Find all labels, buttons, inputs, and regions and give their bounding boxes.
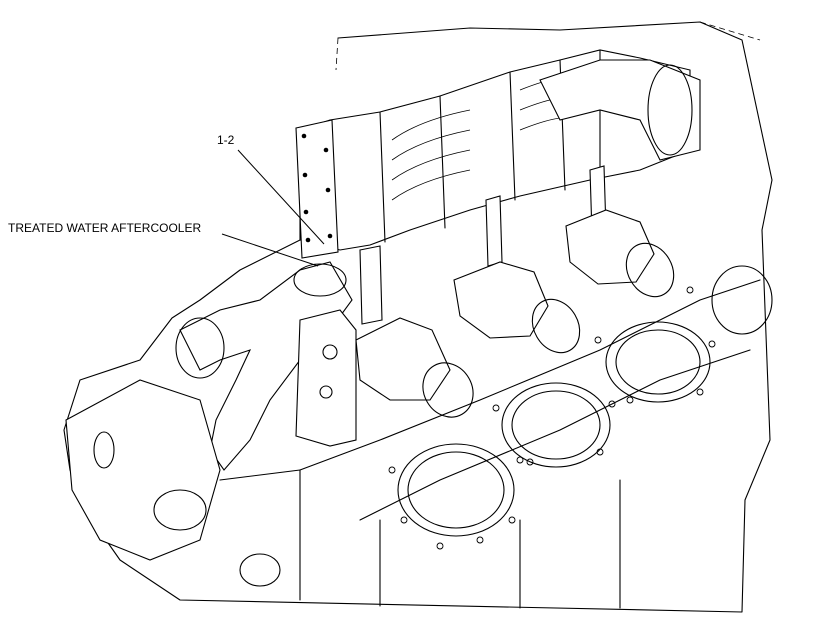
engine-block-outline	[63, 21, 773, 613]
head-bolt-dots	[388, 286, 716, 550]
elbow-flange	[647, 64, 693, 156]
aftercooler-elbows	[355, 209, 675, 418]
front-cover	[65, 379, 281, 587]
part-ref-label: 1-2	[217, 133, 235, 147]
end-cover-bolts	[301, 133, 333, 243]
engine-rear-edge	[335, 21, 761, 71]
mounting-bracket	[295, 309, 357, 447]
leader-part-ref	[237, 149, 325, 245]
leader-aftercooler	[221, 233, 319, 267]
aftercooler-label: TREATED WATER AFTERCOOLER	[8, 221, 202, 235]
crankcase-lines	[219, 469, 621, 609]
outlet-elbow	[539, 59, 701, 161]
inlet-pipe	[175, 261, 353, 471]
cylinder-bores	[397, 265, 773, 537]
cylinder-deck	[299, 279, 761, 471]
